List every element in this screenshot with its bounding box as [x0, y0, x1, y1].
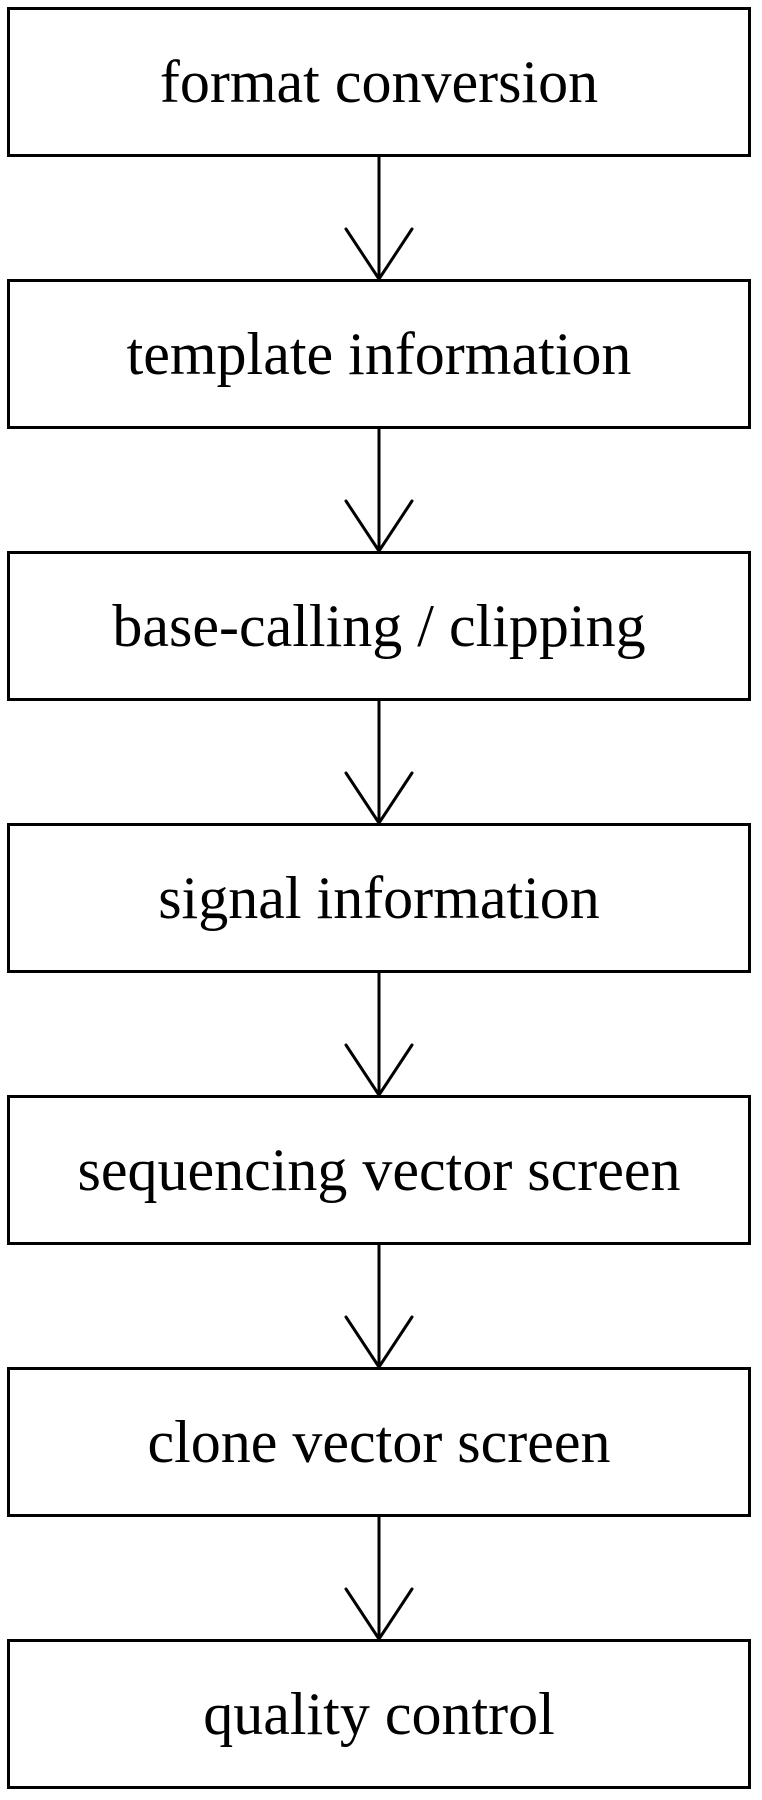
step-template-information: template information: [7, 279, 751, 429]
step-clone-vector-screen: clone vector screen: [7, 1367, 751, 1517]
step-quality-control: quality control: [7, 1639, 751, 1789]
step-label: format conversion: [159, 49, 599, 115]
flow-arrow: [344, 1515, 414, 1641]
step-label: quality control: [203, 1681, 555, 1747]
step-label: clone vector screen: [147, 1409, 611, 1475]
step-label: signal information: [158, 865, 600, 931]
step-label: template information: [126, 321, 632, 387]
step-label: base-calling / clipping: [112, 593, 646, 659]
step-signal-information: signal information: [7, 823, 751, 973]
flow-arrow: [344, 155, 414, 281]
step-base-calling-clipping: base-calling / clipping: [7, 551, 751, 701]
step-format-conversion: format conversion: [7, 7, 751, 157]
flow-arrow: [344, 1243, 414, 1369]
step-label: sequencing vector screen: [77, 1137, 681, 1203]
flow-arrow: [344, 699, 414, 825]
flow-arrow: [344, 427, 414, 553]
flow-arrow: [344, 971, 414, 1097]
step-sequencing-vector-screen: sequencing vector screen: [7, 1095, 751, 1245]
